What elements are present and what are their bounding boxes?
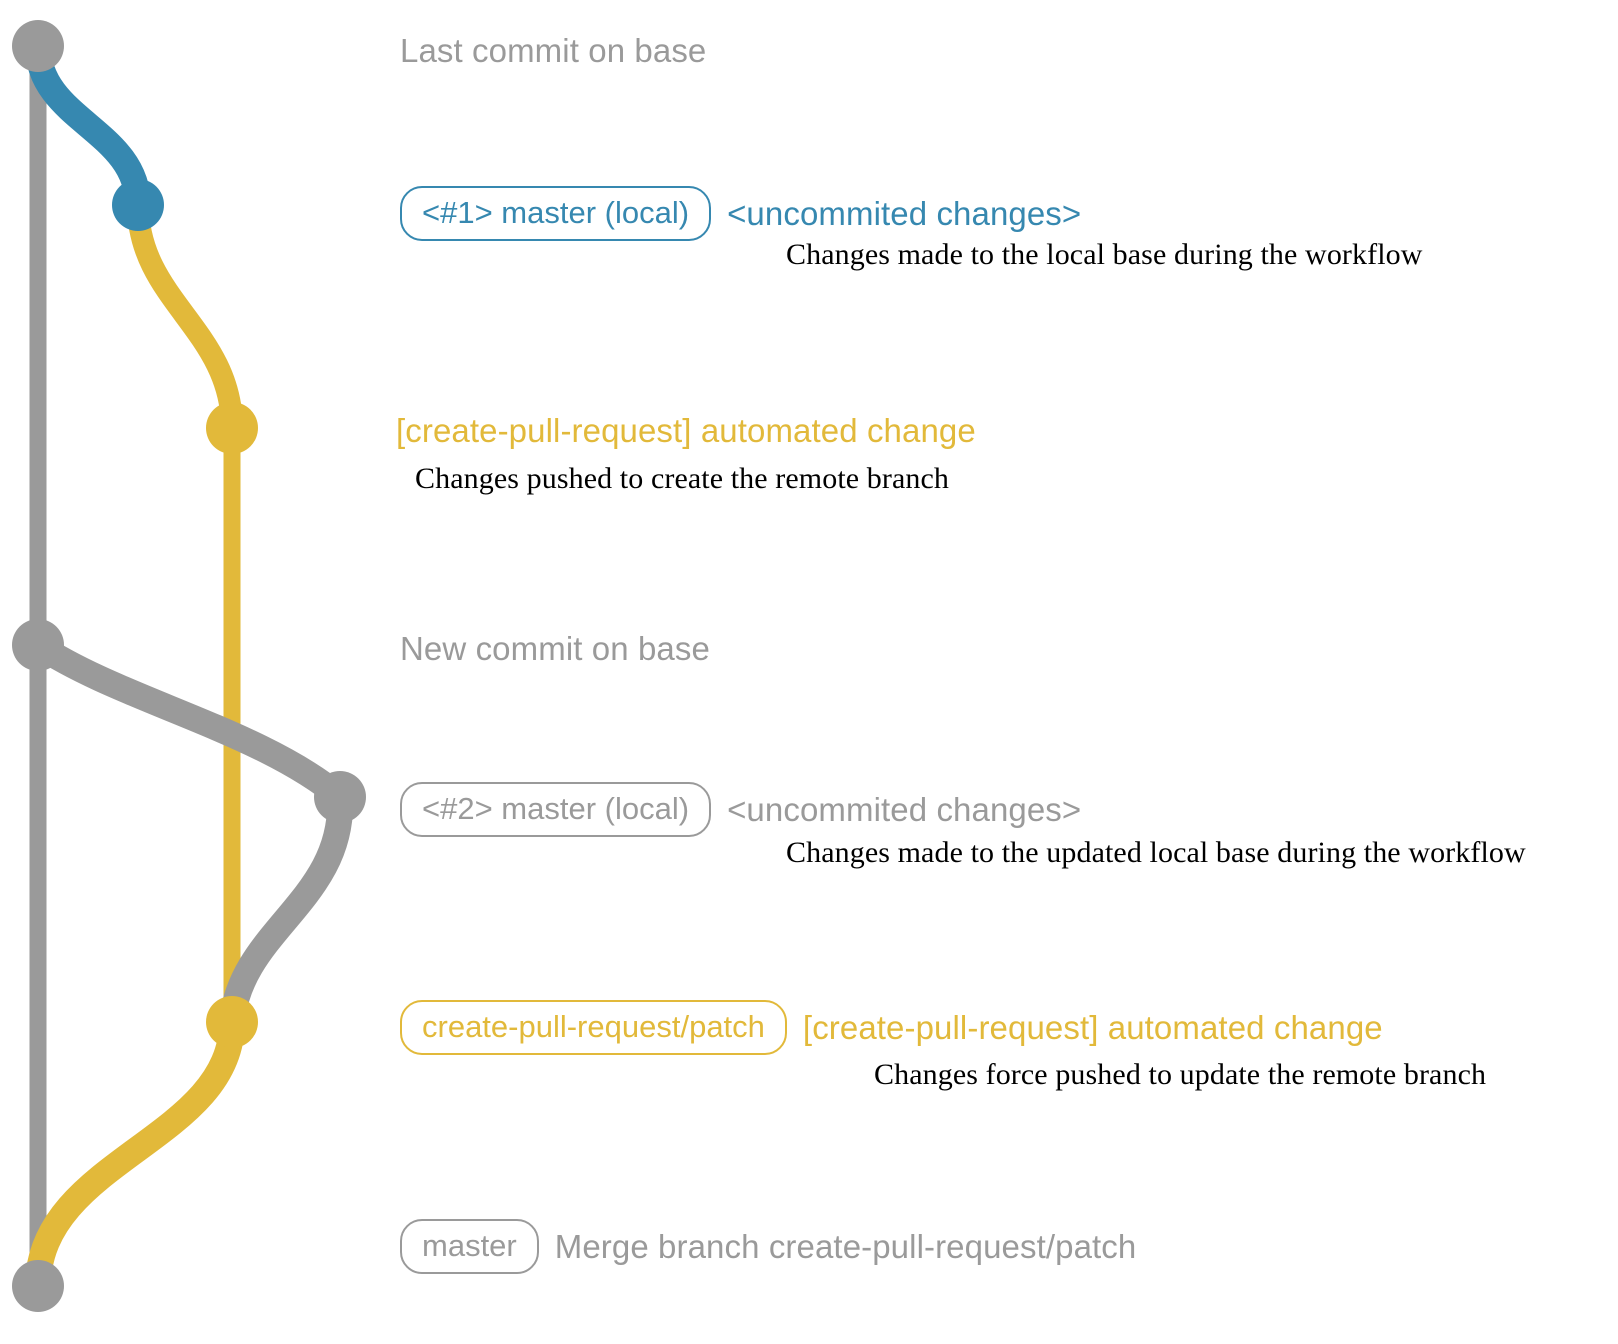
branch-badge-local-1[interactable]: <#1> master (local) xyxy=(400,186,712,241)
patch-branch-line-1 xyxy=(127,194,243,439)
row-description-automated-change-1: Changes pushed to create the remote bran… xyxy=(415,462,949,495)
commit-node-new-commit-on-base[interactable] xyxy=(12,619,64,671)
row-headline-automated-change-1: [create-pull-request] automated change xyxy=(396,412,976,449)
patch-merge-line xyxy=(25,1009,245,1299)
row-local-1: <#1> master (local) <uncommited changes> xyxy=(400,186,1081,241)
row-headline-automated-change-2: [create-pull-request] automated change xyxy=(802,1008,1383,1046)
row-description-local-2: Changes made to the updated local base d… xyxy=(786,836,1526,869)
row-new-commit-on-base: New commit on base xyxy=(400,630,710,668)
row-merge: master Merge branch create-pull-request/… xyxy=(400,1219,1136,1274)
commit-node-automated-change-2[interactable] xyxy=(206,996,258,1048)
updated-local-to-patch-line xyxy=(219,784,354,1035)
row-headline-last-commit-on-base: Last commit on base xyxy=(400,32,707,69)
row-headline-merge: Merge branch create-pull-request/patch xyxy=(554,1227,1137,1265)
commit-node-local-1[interactable] xyxy=(112,179,164,231)
row-local-2: <#2> master (local) <uncommited changes> xyxy=(400,782,1081,837)
row-headline-local-2: <uncommited changes> xyxy=(727,790,1082,828)
branch-badge-patch[interactable]: create-pull-request/patch xyxy=(400,1000,787,1055)
commit-node-local-2[interactable] xyxy=(314,771,366,823)
branch-badge-master[interactable]: master xyxy=(400,1219,539,1274)
commit-node-merge[interactable] xyxy=(12,1260,64,1312)
updated-local-branch-line xyxy=(25,632,353,810)
row-headline-local-1: <uncommited changes> xyxy=(727,194,1082,232)
row-description-automated-change-2: Changes force pushed to update the remot… xyxy=(874,1058,1487,1091)
local-branch-line-1 xyxy=(25,33,151,218)
row-last-commit-on-base: Last commit on base xyxy=(400,32,706,70)
row-automated-change-2: create-pull-request/patch [create-pull-r… xyxy=(400,1000,1383,1055)
commit-node-last-commit-on-base[interactable] xyxy=(12,20,64,72)
branch-badge-local-2[interactable]: <#2> master (local) xyxy=(400,782,712,837)
commit-node-automated-change-1[interactable] xyxy=(206,402,258,454)
row-description-local-1: Changes made to the local base during th… xyxy=(786,238,1423,271)
row-automated-change-1: [create-pull-request] automated change xyxy=(396,412,976,450)
row-headline-new-commit-on-base: New commit on base xyxy=(400,630,710,667)
